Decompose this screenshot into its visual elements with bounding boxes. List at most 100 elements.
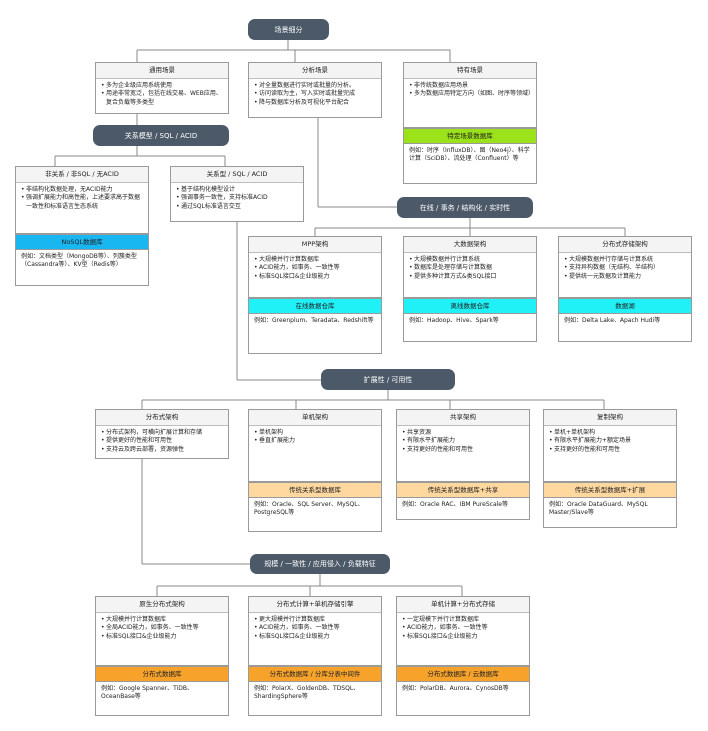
dist-storage-title: 分布式存储架构	[559, 237, 691, 253]
special-scene-item: 非传统数据应用场景	[409, 82, 532, 91]
bigdata-item: 大规模数据并行计算系统	[409, 256, 532, 265]
special-db-section: 特定场景数据库 例如：时序（InfluxDB）、图（Neo4j）、科学计算（Sc…	[403, 128, 537, 184]
data-lake-example: 例如：Delta Lake、Apach Hudi等	[564, 317, 661, 324]
nonrel-title: 非关系 / 非SQL / 无ACID	[16, 167, 148, 183]
analytics-scene-item: 访问读取为主，写入实时或批量完成	[254, 90, 377, 99]
general-scene-item: 多为企业级应用系统使用	[101, 82, 224, 91]
native-dist-item: 大规模并行计算数据库	[101, 616, 224, 625]
rel-item: 基于结构化模型设计	[176, 186, 299, 195]
general-scene-title: 通用场景	[96, 63, 228, 79]
replica-db-band: 传统关系型数据库+扩展	[544, 482, 676, 498]
dist-compute-item: 标准SQL接口&企业级能力	[254, 633, 377, 642]
standalone-arch-title: 单机架构	[249, 410, 381, 426]
dist-storage-item: 提供统一元数据及计算能力	[564, 273, 687, 282]
standalone-arch-item: 垂直扩展能力	[254, 437, 377, 446]
sharding-db-example: 例如：PolarX、GoldenDB、TDSQL、ShardingSphere等	[254, 685, 360, 701]
sharding-db-band: 分布式数据库 / 分库分表中间件	[249, 666, 381, 682]
distributed-arch-item: 支持云及跨云部署，资源弹性	[101, 446, 224, 455]
data-lake-band: 数据湖	[559, 298, 691, 314]
nonrel-card: 非关系 / 非SQL / 无ACID 非结构化数据处理，无ACID能力 强调扩展…	[15, 166, 149, 234]
nonrel-item: 强调扩展能力和高性能，上述要求高于数据一致性和标准语言生态系统	[21, 194, 144, 211]
dist-compute-title: 分布式计算+单机存储引擎	[249, 597, 381, 613]
standalone-arch-card: 单机架构 单机架构 垂直扩展能力	[248, 409, 382, 482]
cloud-db-example: 例如：PolarDB、Aurora、CynosDB等	[402, 685, 509, 692]
shared-arch-card: 共享架构 共享资源 有限水平扩展能力 支持更好的性能和可用性	[396, 409, 530, 482]
dist-db-section: 分布式数据库 例如：Google Spanner、TiDB、OceanBase等	[95, 666, 229, 716]
mpp-title: MPP架构	[249, 237, 381, 253]
single-compute-title: 单机计算+分布式存储	[397, 597, 529, 613]
analytics-scene-title: 分析场景	[249, 63, 381, 79]
shared-arch-item: 支持更好的性能和可用性	[402, 446, 525, 455]
replica-arch-title: 复制架构	[544, 410, 676, 426]
mpp-item: ACID能力，如事务、一致性等	[254, 264, 377, 273]
single-compute-card: 单机计算+分布式存储 一定规模下并行计算数据库 ACID能力，如事务、一致性等 …	[396, 596, 530, 666]
bigdata-card: 大数据架构 大规模数据并行计算系统 数据库是处理存储与计算数据 提供多种计算方式…	[403, 236, 537, 298]
scale-pill: 扩展性 / 可用性	[321, 369, 455, 390]
native-dist-card: 原生分布式架构 大规模并行计算数据库 全局ACID能力，如事务、一致性等 标准S…	[95, 596, 229, 666]
dist-storage-item: 大规模数据并行存储与计算系统	[564, 256, 687, 265]
dist-db-band: 分布式数据库	[96, 666, 228, 682]
shared-arch-item: 共享资源	[402, 429, 525, 438]
analytics-scene-card: 分析场景 对全量数据进行实时或批量的分析。 访问读取为主，写入实时或批量完成 降…	[248, 62, 382, 118]
distributed-arch-title: 分布式架构	[96, 410, 228, 426]
traditional-db-section: 传统关系型数据库 例如：Oracle、SQL Server、MySQL、Post…	[248, 482, 382, 532]
online-pill: 在线 / 事务 / 结构化 / 实时性	[397, 197, 533, 218]
special-db-example: 例如：时序（InfluxDB）、图（Neo4j）、科学计算（SciDB）、流处理…	[409, 147, 530, 163]
offline-dw-band: 离线数据仓库	[404, 298, 536, 314]
dist-compute-item: ACID能力，如事务、一致性等	[254, 624, 377, 633]
special-db-band: 特定场景数据库	[404, 128, 536, 144]
replica-arch-item: 有限水平扩展能力+额定场景	[549, 437, 672, 446]
single-compute-item: ACID能力，如事务、一致性等	[402, 624, 525, 633]
nosql-section: NoSQL数据库 例如：文档类型（MongoDB等）、列簇类型（Cassandr…	[15, 234, 149, 286]
cloud-db-band: 分布式数据库 / 云数据库	[397, 666, 529, 682]
distributed-arch-item: 分布式架构，可横向扩展计算和存储	[101, 429, 224, 438]
shared-db-section: 传统关系型数据库+共享 例如：Oracle RAC、IBM PureScale等	[396, 482, 530, 520]
shared-db-band: 传统关系型数据库+共享	[397, 482, 529, 498]
analytics-scene-item: 对全量数据进行实时或批量的分析。	[254, 82, 377, 91]
special-scene-card: 特有场景 非传统数据应用场景 多为数据应用特定方向（如图、时序等领域）	[403, 62, 537, 128]
standalone-arch-item: 单机架构	[254, 429, 377, 438]
shared-arch-title: 共享架构	[397, 410, 529, 426]
replica-arch-card: 复制架构 单机+单机架构 有限水平扩展能力+额定场景 支持更好的性能和可用性	[543, 409, 677, 482]
rel-item: 强调事务一致性，支持标准ACID	[176, 194, 299, 203]
nosql-band: NoSQL数据库	[16, 234, 148, 250]
cloud-db-section: 分布式数据库 / 云数据库 例如：PolarDB、Aurora、CynosDB等	[396, 666, 530, 716]
shared-arch-item: 有限水平扩展能力	[402, 437, 525, 446]
data-lake-section: 数据湖 例如：Delta Lake、Apach Hudi等	[558, 298, 692, 342]
model-pill: 关系模型 / SQL / ACID	[93, 125, 229, 146]
dist-compute-item: 更大规模并行计算数据库	[254, 616, 377, 625]
offline-dw-section: 离线数据仓库 例如：Hadoop、Hive、Spark等	[403, 298, 537, 342]
sharding-db-section: 分布式数据库 / 分库分表中间件 例如：PolarX、GoldenDB、TDSQ…	[248, 666, 382, 716]
bigdata-item: 提供多种计算方式&类SQL接口	[409, 273, 532, 282]
special-scene-item: 多为数据应用特定方向（如图、时序等领域）	[409, 90, 534, 99]
bigdata-item: 数据库是处理存储与计算数据	[409, 264, 532, 273]
analytics-scene-item: 降与数据库分析及可视化平台配合	[254, 99, 377, 108]
replica-arch-item: 单机+单机架构	[549, 429, 672, 438]
rel-title: 关系型 / SQL / ACID	[171, 167, 303, 183]
online-dw-section: 在线数据仓库 例如：Greenplum、Teradata、Redshift等	[248, 298, 382, 354]
nosql-example: 例如：文档类型（MongoDB等）、列簇类型（Cassandra等）、KV型（R…	[21, 253, 137, 269]
native-dist-item: 标准SQL接口&企业级能力	[101, 633, 224, 642]
online-dw-example: 例如：Greenplum、Teradata、Redshift等	[254, 317, 374, 324]
dist-compute-card: 分布式计算+单机存储引擎 更大规模并行计算数据库 ACID能力，如事务、一致性等…	[248, 596, 382, 666]
distributed-arch-card: 分布式架构 分布式架构，可横向扩展计算和存储 提供更好的性能和可用性 支持云及跨…	[95, 409, 229, 459]
replica-db-example: 例如：Oracle DataGuard、MySQL Master/Slave等	[549, 501, 648, 517]
general-scene-card: 通用场景 多为企业级应用系统使用 用途非常宽泛，包括在线交易、WEB应用、复合负…	[95, 62, 229, 114]
mpp-item: 标准SQL接口&企业级能力	[254, 273, 377, 282]
traditional-db-band: 传统关系型数据库	[249, 482, 381, 498]
dist-db-example: 例如：Google Spanner、TiDB、OceanBase等	[101, 685, 194, 701]
nonrel-item: 非结构化数据处理，无ACID能力	[21, 186, 144, 195]
distributed-arch-item: 提供更好的性能和可用性	[101, 437, 224, 446]
rel-item: 通过SQL标准语言交互	[176, 203, 299, 212]
native-dist-title: 原生分布式架构	[96, 597, 228, 613]
dist-pill: 规模 / 一致性 / 应用侵入 / 负载特征	[250, 554, 390, 574]
mpp-card: MPP架构 大规模并行计算数据库 ACID能力，如事务、一致性等 标准SQL接口…	[248, 236, 382, 298]
dist-storage-card: 分布式存储架构 大规模数据并行存储与计算系统 支持异构数据（无结构、半结构） 提…	[558, 236, 692, 298]
general-scene-item: 用途非常宽泛，包括在线交易、WEB应用、复合负载等多类型	[101, 90, 224, 107]
replica-db-section: 传统关系型数据库+扩展 例如：Oracle DataGuard、MySQL Ma…	[543, 482, 677, 528]
root-node: 场景细分	[248, 19, 329, 40]
online-dw-band: 在线数据仓库	[249, 298, 381, 314]
traditional-db-example: 例如：Oracle、SQL Server、MySQL、PostgreSQL等	[254, 501, 364, 517]
rel-card: 关系型 / SQL / ACID 基于结构化模型设计 强调事务一致性，支持标准A…	[170, 166, 304, 222]
shared-db-example: 例如：Oracle RAC、IBM PureScale等	[402, 501, 508, 508]
